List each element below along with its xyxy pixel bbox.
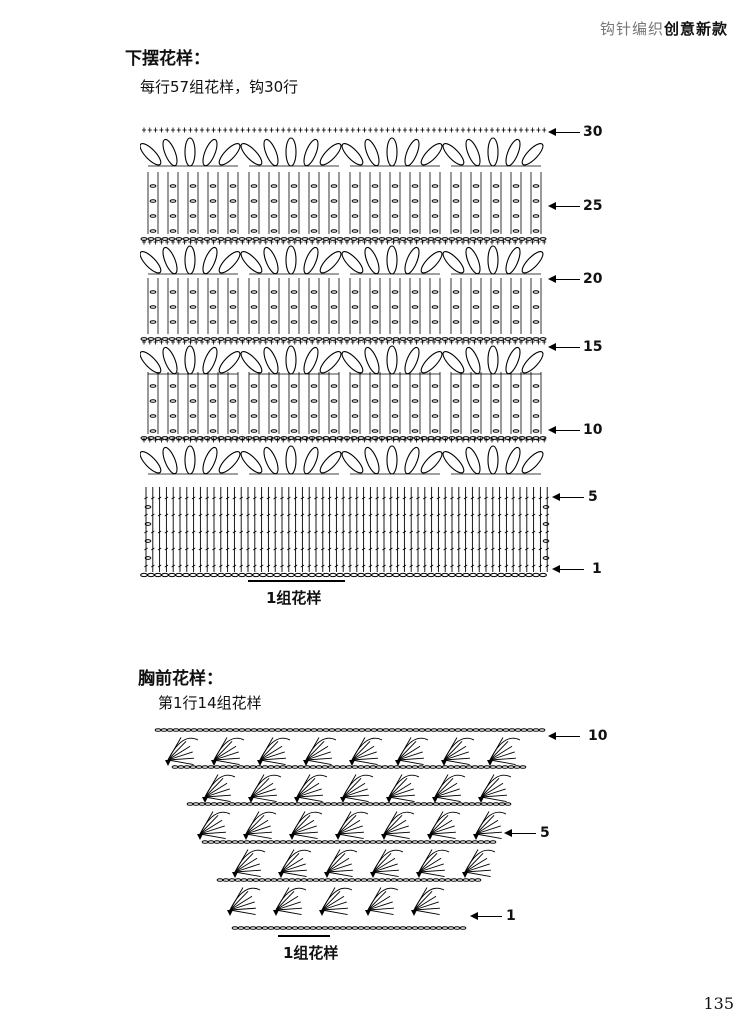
row-label-b5: 5 <box>540 825 550 841</box>
section1-subtitle: 每行57组花样，钩30行 <box>140 78 299 96</box>
row-arrow-b1 <box>470 912 502 920</box>
page-number: 135 <box>703 994 734 1013</box>
row-arrow-b5 <box>504 829 536 837</box>
row-label-20: 20 <box>583 271 603 287</box>
section2-repeat-caption: 1组花样 <box>283 944 339 962</box>
section1-repeat-caption: 1组花样 <box>266 589 322 607</box>
row-arrow-25 <box>548 202 580 210</box>
row-label-1: 1 <box>592 561 602 577</box>
row-label-10: 10 <box>583 422 603 438</box>
section2-title: 胸前花样： <box>138 669 223 689</box>
row-arrow-30 <box>548 128 580 136</box>
section1-title: 下摆花样： <box>125 49 210 69</box>
section2-subtitle: 第1行14组花样 <box>158 694 262 712</box>
row-arrow-15 <box>548 343 580 351</box>
row-label-25: 25 <box>583 198 603 214</box>
row-label-15: 15 <box>583 339 603 355</box>
row-arrow-b10 <box>548 732 580 740</box>
row-label-5: 5 <box>588 489 598 505</box>
hem-stitch-chart <box>140 127 550 582</box>
row-arrow-1 <box>552 565 584 573</box>
header-title-light: 钩针编织 <box>599 20 664 38</box>
row-label-b1: 1 <box>506 908 516 924</box>
row-arrow-10 <box>548 426 580 434</box>
row-arrow-5 <box>552 493 584 501</box>
bodice-stitch-chart <box>154 728 546 937</box>
book-header: 钩针编织创意新款 <box>600 18 728 39</box>
header-title-bold: 创意新款 <box>663 20 728 38</box>
row-arrow-20 <box>548 275 580 283</box>
row-label-b10: 10 <box>588 728 608 744</box>
row-label-30: 30 <box>583 124 603 140</box>
